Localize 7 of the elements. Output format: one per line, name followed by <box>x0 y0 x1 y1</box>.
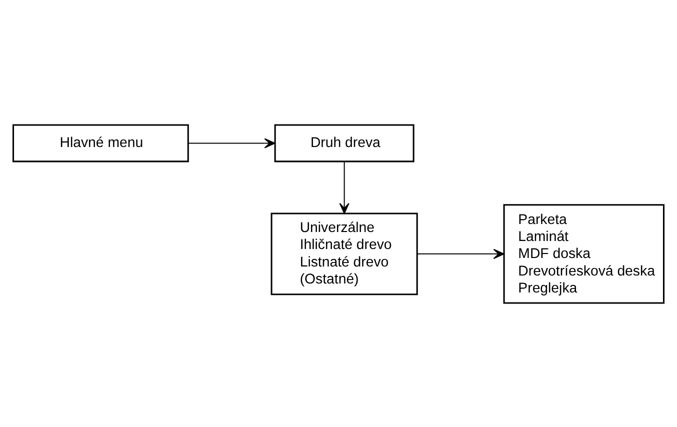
node-box: Druh dreva <box>274 124 414 162</box>
arrow <box>188 138 276 148</box>
node-box: Univerzálne Ihličnaté drevo Listnaté drevo (Ostatné) <box>270 212 418 295</box>
node-box: Hlavné menu <box>12 124 189 162</box>
node-box: Parketa Laminát MDF doska Drevotríesková deska Preglejka <box>503 204 664 304</box>
arrow <box>339 161 350 214</box>
arrow <box>417 248 504 258</box>
